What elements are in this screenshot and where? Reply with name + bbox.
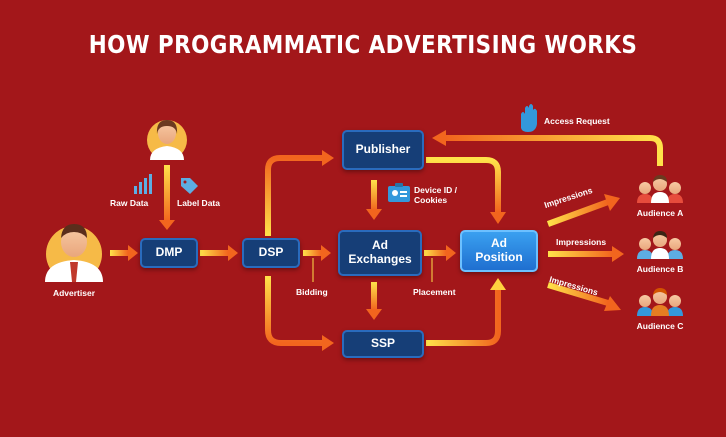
arrow-dsp-ssp [265, 276, 334, 351]
ad-exchanges-box: Ad Exchanges [338, 230, 422, 276]
raw-data-label: Raw Data [110, 198, 149, 208]
dsp-box: DSP [242, 238, 300, 268]
arrow-publisher-exchanges [366, 180, 382, 220]
data-source-person-icon [147, 120, 187, 160]
arrow-impressions-a [546, 194, 620, 227]
arrow-exchanges-ssp [366, 282, 382, 320]
arrow-exchanges-adposition [424, 245, 456, 261]
audience-a-group-icon [637, 175, 683, 203]
arrow-dsp-exchanges [303, 245, 331, 261]
arrow-access-request [432, 130, 663, 166]
audience-c-group-icon [637, 288, 683, 316]
hand-icon [521, 104, 537, 132]
bar-chart-icon [134, 174, 152, 194]
audience-b-label: Audience B [636, 264, 684, 274]
arrow-impressions-b [548, 246, 624, 262]
arrow-advertiser-dmp [110, 245, 138, 261]
audience-a-label: Audience A [636, 208, 684, 218]
dmp-box: DMP [140, 238, 198, 268]
publisher-box: Publisher [342, 130, 424, 170]
audience-b-group-icon [637, 231, 683, 259]
label-data-label: Label Data [177, 198, 220, 208]
placement-label: Placement [413, 287, 456, 297]
arrow-impressions-c [547, 282, 621, 311]
bidding-label: Bidding [296, 287, 328, 297]
page-title: HOW PROGRAMMATIC ADVERTISING WORKS [88, 30, 638, 59]
arrow-dsp-publisher [265, 150, 334, 236]
arrow-dmp-dsp [200, 245, 238, 261]
advertiser-person-icon [45, 224, 103, 282]
ssp-box: SSP [342, 330, 424, 358]
audience-c-label: Audience C [636, 321, 684, 331]
device-id-label: Device ID / Cookies [414, 185, 457, 206]
tag-icon [181, 178, 198, 194]
access-request-label: Access Request [544, 116, 610, 126]
arrow-ssp-adposition [426, 278, 506, 346]
impressions-b-label: Impressions [556, 237, 607, 247]
ad-position-box: Ad Position [460, 230, 538, 272]
arrow-publisher-adposition [426, 157, 506, 224]
advertiser-label: Advertiser [52, 288, 96, 298]
arrow-data-dmp [159, 165, 175, 230]
id-card-icon [388, 183, 410, 202]
